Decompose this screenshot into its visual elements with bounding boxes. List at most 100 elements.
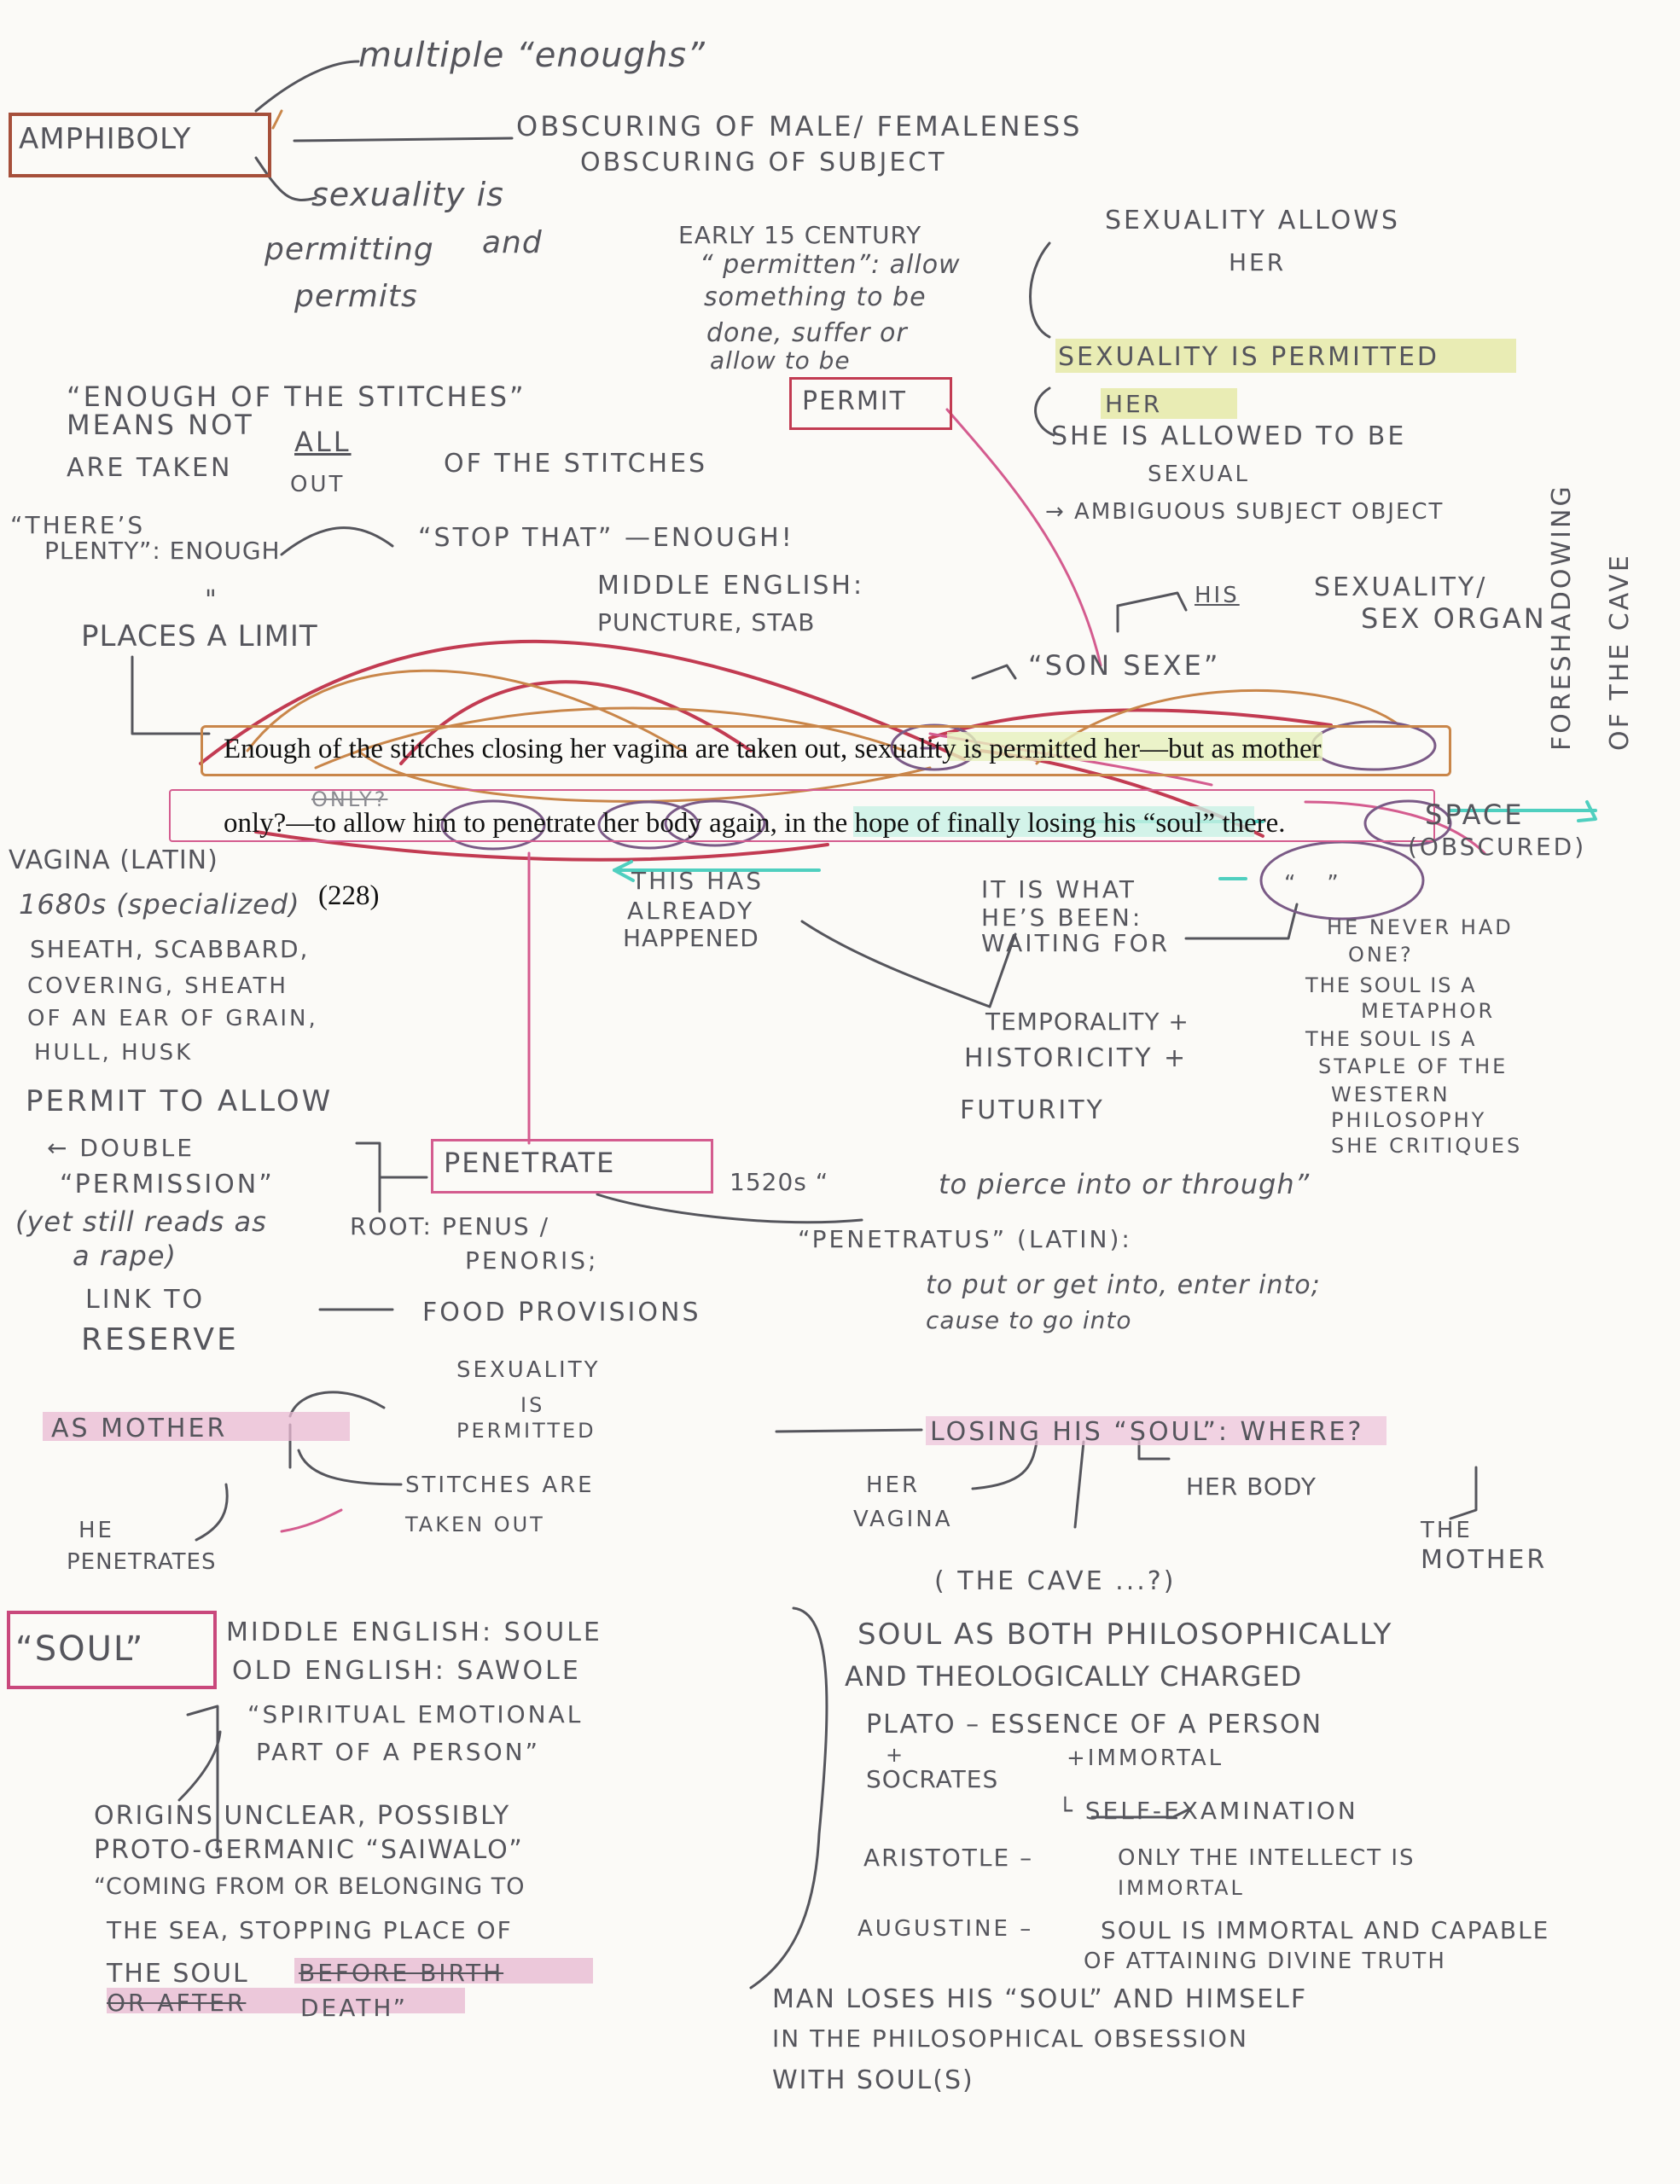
highlight-sexuality-permitted — [1055, 339, 1516, 373]
pierce-into: to pierce into or through” — [939, 1168, 1311, 1200]
already: ALREADY — [627, 897, 755, 925]
the-sea: THE SEA, STOPPING PLACE OF — [107, 1916, 513, 1944]
augustine: AUGUSTINE – — [857, 1916, 1034, 1942]
highlight-her — [1101, 388, 1237, 419]
means-not: MEANS NOT — [67, 409, 254, 441]
lower-the: THE — [1421, 1518, 1473, 1543]
sexuality-allows: SEXUALITY ALLOWS — [1105, 206, 1400, 235]
penetrate-label: PENETRATE — [444, 1147, 616, 1179]
philosophy: PHILOSOPHY — [1331, 1108, 1487, 1132]
permits: permits — [294, 279, 418, 314]
this-has: THIS HAS — [631, 867, 764, 895]
sexual: SEXUAL — [1148, 462, 1251, 487]
put-or-get: to put or get into, enter into; — [926, 1270, 1321, 1300]
of-the-stitches: OF THE STITCHES — [444, 449, 708, 479]
permitting: permitting — [264, 232, 434, 267]
coming-from: “COMING FROM OR BELONGING TO — [94, 1873, 526, 1900]
origins-unclear: ORIGINS UNCLEAR, POSSIBLY — [94, 1801, 511, 1831]
obscuring-subject: OBSCURING OF SUBJECT — [580, 148, 947, 177]
food-provisions: FOOD PROVISIONS — [422, 1298, 701, 1327]
socrates: SOCRATES — [866, 1765, 999, 1793]
obscuring-male-female: OBSCURING OF MALE/ FEMALENESS — [516, 110, 1083, 142]
v1680s: 1680s (specialized) — [19, 888, 300, 921]
son-sexe: “SON SEXE” — [1028, 649, 1221, 682]
quote-marks-circle: “ ” — [1284, 871, 1341, 897]
cause-to-go: cause to go into — [926, 1306, 1132, 1334]
plus-sign: + — [886, 1743, 906, 1767]
historicity: HISTORICITY + — [964, 1043, 1189, 1073]
in-the-philosophical: IN THE PHILOSOPHICAL OBSESSION — [772, 2024, 1248, 2053]
staple-of-the: STAPLE OF THE — [1318, 1054, 1509, 1078]
space: SPACE — [1425, 799, 1525, 831]
stop-that: “STOP THAT” —ENOUGH! — [418, 523, 794, 553]
death: DEATH” — [300, 1994, 409, 2022]
permitten: “ permitten”: allow — [700, 250, 961, 280]
out-word: OUT — [290, 472, 346, 497]
puncture-stab: PUNCTURE, STAB — [597, 608, 816, 636]
covering-sheath: COVERING, SHEATH — [27, 973, 288, 999]
waiting-for: WAITING FOR — [981, 929, 1171, 957]
lower-sexuality: SEXUALITY — [456, 1357, 601, 1383]
spiritual-emotional: “SPIRITUAL EMOTIONAL — [247, 1700, 584, 1728]
quote-line-2: only?—to allow him to penetrate her body… — [224, 808, 1286, 839]
permit-box — [789, 377, 952, 430]
with-souls: WITH SOUL(S) — [772, 2065, 974, 2095]
highlight-quote-line2 — [853, 806, 1254, 837]
amphiboly-label: AMPHIBOLY — [19, 122, 192, 156]
ditto-mark: " — [205, 585, 219, 615]
aristotle: ARISTOTLE – — [863, 1844, 1034, 1872]
lower-vagina: VAGINA — [853, 1507, 953, 1532]
penoris: PENORIS; — [465, 1246, 599, 1275]
immortal: +IMMORTAL — [1067, 1745, 1224, 1771]
self-examination: └ SELF-EXAMINATION — [1058, 1797, 1358, 1825]
reserve: RESERVE — [81, 1322, 239, 1357]
he-word: HE — [78, 1518, 114, 1543]
highlight-or-after-death — [107, 1988, 465, 2013]
lower-mother: MOTHER — [1421, 1545, 1548, 1575]
ambiguous-subject-object: → AMBIGUOUS SUBJECT OBJECT — [1045, 499, 1445, 525]
losing-his-soul: LOSING HIS “SOUL”: WHERE? — [930, 1417, 1364, 1447]
quote-line1-frame — [201, 725, 1451, 776]
lower-taken-out: TAKEN OUT — [405, 1513, 545, 1536]
it-is-what: IT IS WHAT — [981, 875, 1137, 903]
of-the-cave: OF THE CAVE — [1605, 553, 1635, 751]
permitted-her: HER — [1105, 390, 1163, 418]
me-soule: MIDDLE ENGLISH: SOULE — [226, 1618, 602, 1647]
double: ← DOUBLE — [47, 1134, 195, 1162]
quote-line-1: Enough of the stitches closing her vagin… — [224, 734, 1322, 764]
man-loses-his-soul: MAN LOSES HIS “SOUL” AND HIMSELF — [772, 1984, 1308, 2014]
early-15-century: EARLY 15 CENTURY — [678, 221, 922, 249]
highlight-as-mother — [43, 1412, 350, 1441]
hes-been: HE’S BEEN: — [981, 903, 1143, 932]
the-soul: THE SOUL — [107, 1959, 249, 1989]
immortal-2: IMMORTAL — [1118, 1876, 1245, 1900]
struck-only: ONLY? — [311, 787, 388, 811]
soul-is-immortal: SOUL IS IMMORTAL AND CAPABLE — [1101, 1916, 1550, 1944]
1520s: 1520s “ — [730, 1168, 829, 1196]
lower-stitches-are: STITCHES ARE — [405, 1472, 595, 1498]
lower-is: IS — [520, 1393, 545, 1417]
soul-is-a-2: THE SOUL IS A — [1305, 1027, 1477, 1051]
or-after: OR AFTER — [107, 1989, 247, 2017]
his-word: HIS — [1195, 583, 1240, 608]
sexuality-is-permitted: SEXUALITY IS PERMITTED — [1058, 342, 1440, 372]
lower-permitted: PERMITTED — [456, 1419, 596, 1443]
places-a-limit: PLACES A LIMIT — [81, 619, 318, 653]
soul-label: “SOUL” — [15, 1629, 145, 1669]
and-theologically: AND THEOLOGICALLY CHARGED — [845, 1660, 1303, 1693]
permission: “PERMISSION” — [60, 1170, 275, 1199]
penetratus: “PENETRATUS” (LATIN): — [798, 1225, 1132, 1253]
oe-sawole: OLD ENGLISH: SAWOLE — [232, 1656, 581, 1686]
she-critiques: SHE CRITIQUES — [1331, 1134, 1523, 1158]
highlight-before-birth — [294, 1958, 593, 1984]
plato: PLATO – ESSENCE OF A PERSON — [866, 1710, 1323, 1740]
his-sexuality: SEXUALITY/ — [1314, 572, 1488, 602]
of-attaining: OF ATTAINING DIVINE TRUTH — [1084, 1949, 1446, 1974]
sex-organ: SEX ORGAN — [1361, 602, 1547, 635]
all-word: ALL — [294, 426, 352, 458]
and-word: and — [482, 225, 543, 260]
middle-english-puncture: MIDDLE ENGLISH: — [597, 571, 865, 601]
temporality: TEMPORALITY + — [985, 1008, 1189, 1036]
the-cave: ( THE CAVE ...?) — [934, 1566, 1177, 1596]
